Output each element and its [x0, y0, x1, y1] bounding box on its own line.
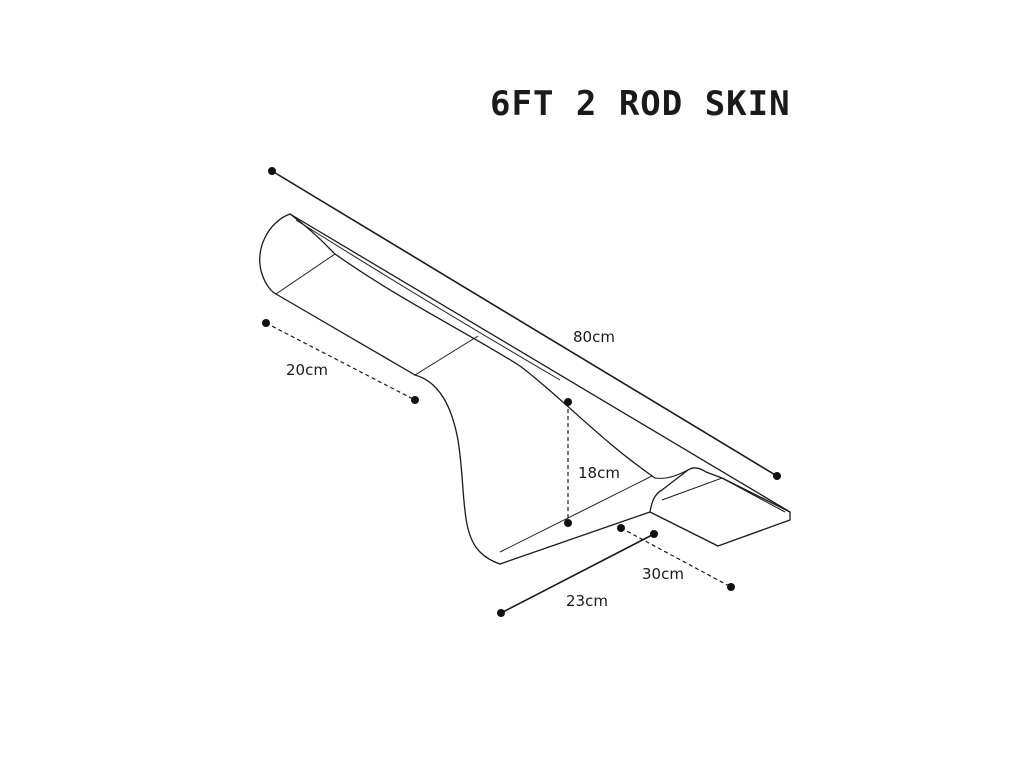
tip-step-inner	[654, 469, 689, 479]
depth-label: 18cm	[578, 464, 620, 482]
base-front-edge	[499, 511, 651, 565]
base-width-dimension: 23cm	[497, 530, 658, 617]
top-ridge-line	[289, 213, 791, 513]
tip-width-start-marker	[617, 524, 625, 532]
top-ridge-inner-line	[295, 219, 561, 381]
tip-step	[649, 467, 723, 513]
length-end-marker	[773, 472, 781, 480]
base-width-label: 23cm	[566, 592, 608, 610]
base-width-line	[500, 533, 655, 614]
length-dimension-line	[271, 170, 778, 477]
front-width-dimension: 20cm	[262, 319, 419, 404]
tip-width-dimension: 30cm	[617, 524, 735, 591]
mid-section-band	[414, 335, 479, 376]
top-face-curve	[289, 213, 656, 479]
front-width-start-marker	[262, 319, 270, 327]
depth-dimension: 18cm	[564, 398, 620, 527]
diagram-title: 6FT 2 ROD SKIN	[490, 84, 791, 124]
front-section-band	[275, 253, 336, 295]
rod-skin-outline	[259, 213, 791, 565]
front-width-label: 20cm	[286, 361, 328, 379]
tip-block	[649, 477, 791, 547]
base-back-edge	[499, 475, 653, 553]
front-end-curve	[259, 213, 291, 295]
belly-curve	[414, 374, 501, 565]
length-dimension: 80cm	[268, 167, 781, 480]
length-label: 80cm	[573, 328, 615, 346]
length-start-marker	[268, 167, 276, 175]
base-width-start-marker	[497, 609, 505, 617]
depth-bottom-marker	[564, 519, 572, 527]
base-width-end-marker	[650, 530, 658, 538]
depth-top-marker	[564, 398, 572, 406]
front-width-end-marker	[411, 396, 419, 404]
tip-block-top	[661, 477, 786, 513]
tip-width-label: 30cm	[642, 565, 684, 583]
lower-body-edge	[275, 293, 416, 376]
tip-width-end-marker	[727, 583, 735, 591]
